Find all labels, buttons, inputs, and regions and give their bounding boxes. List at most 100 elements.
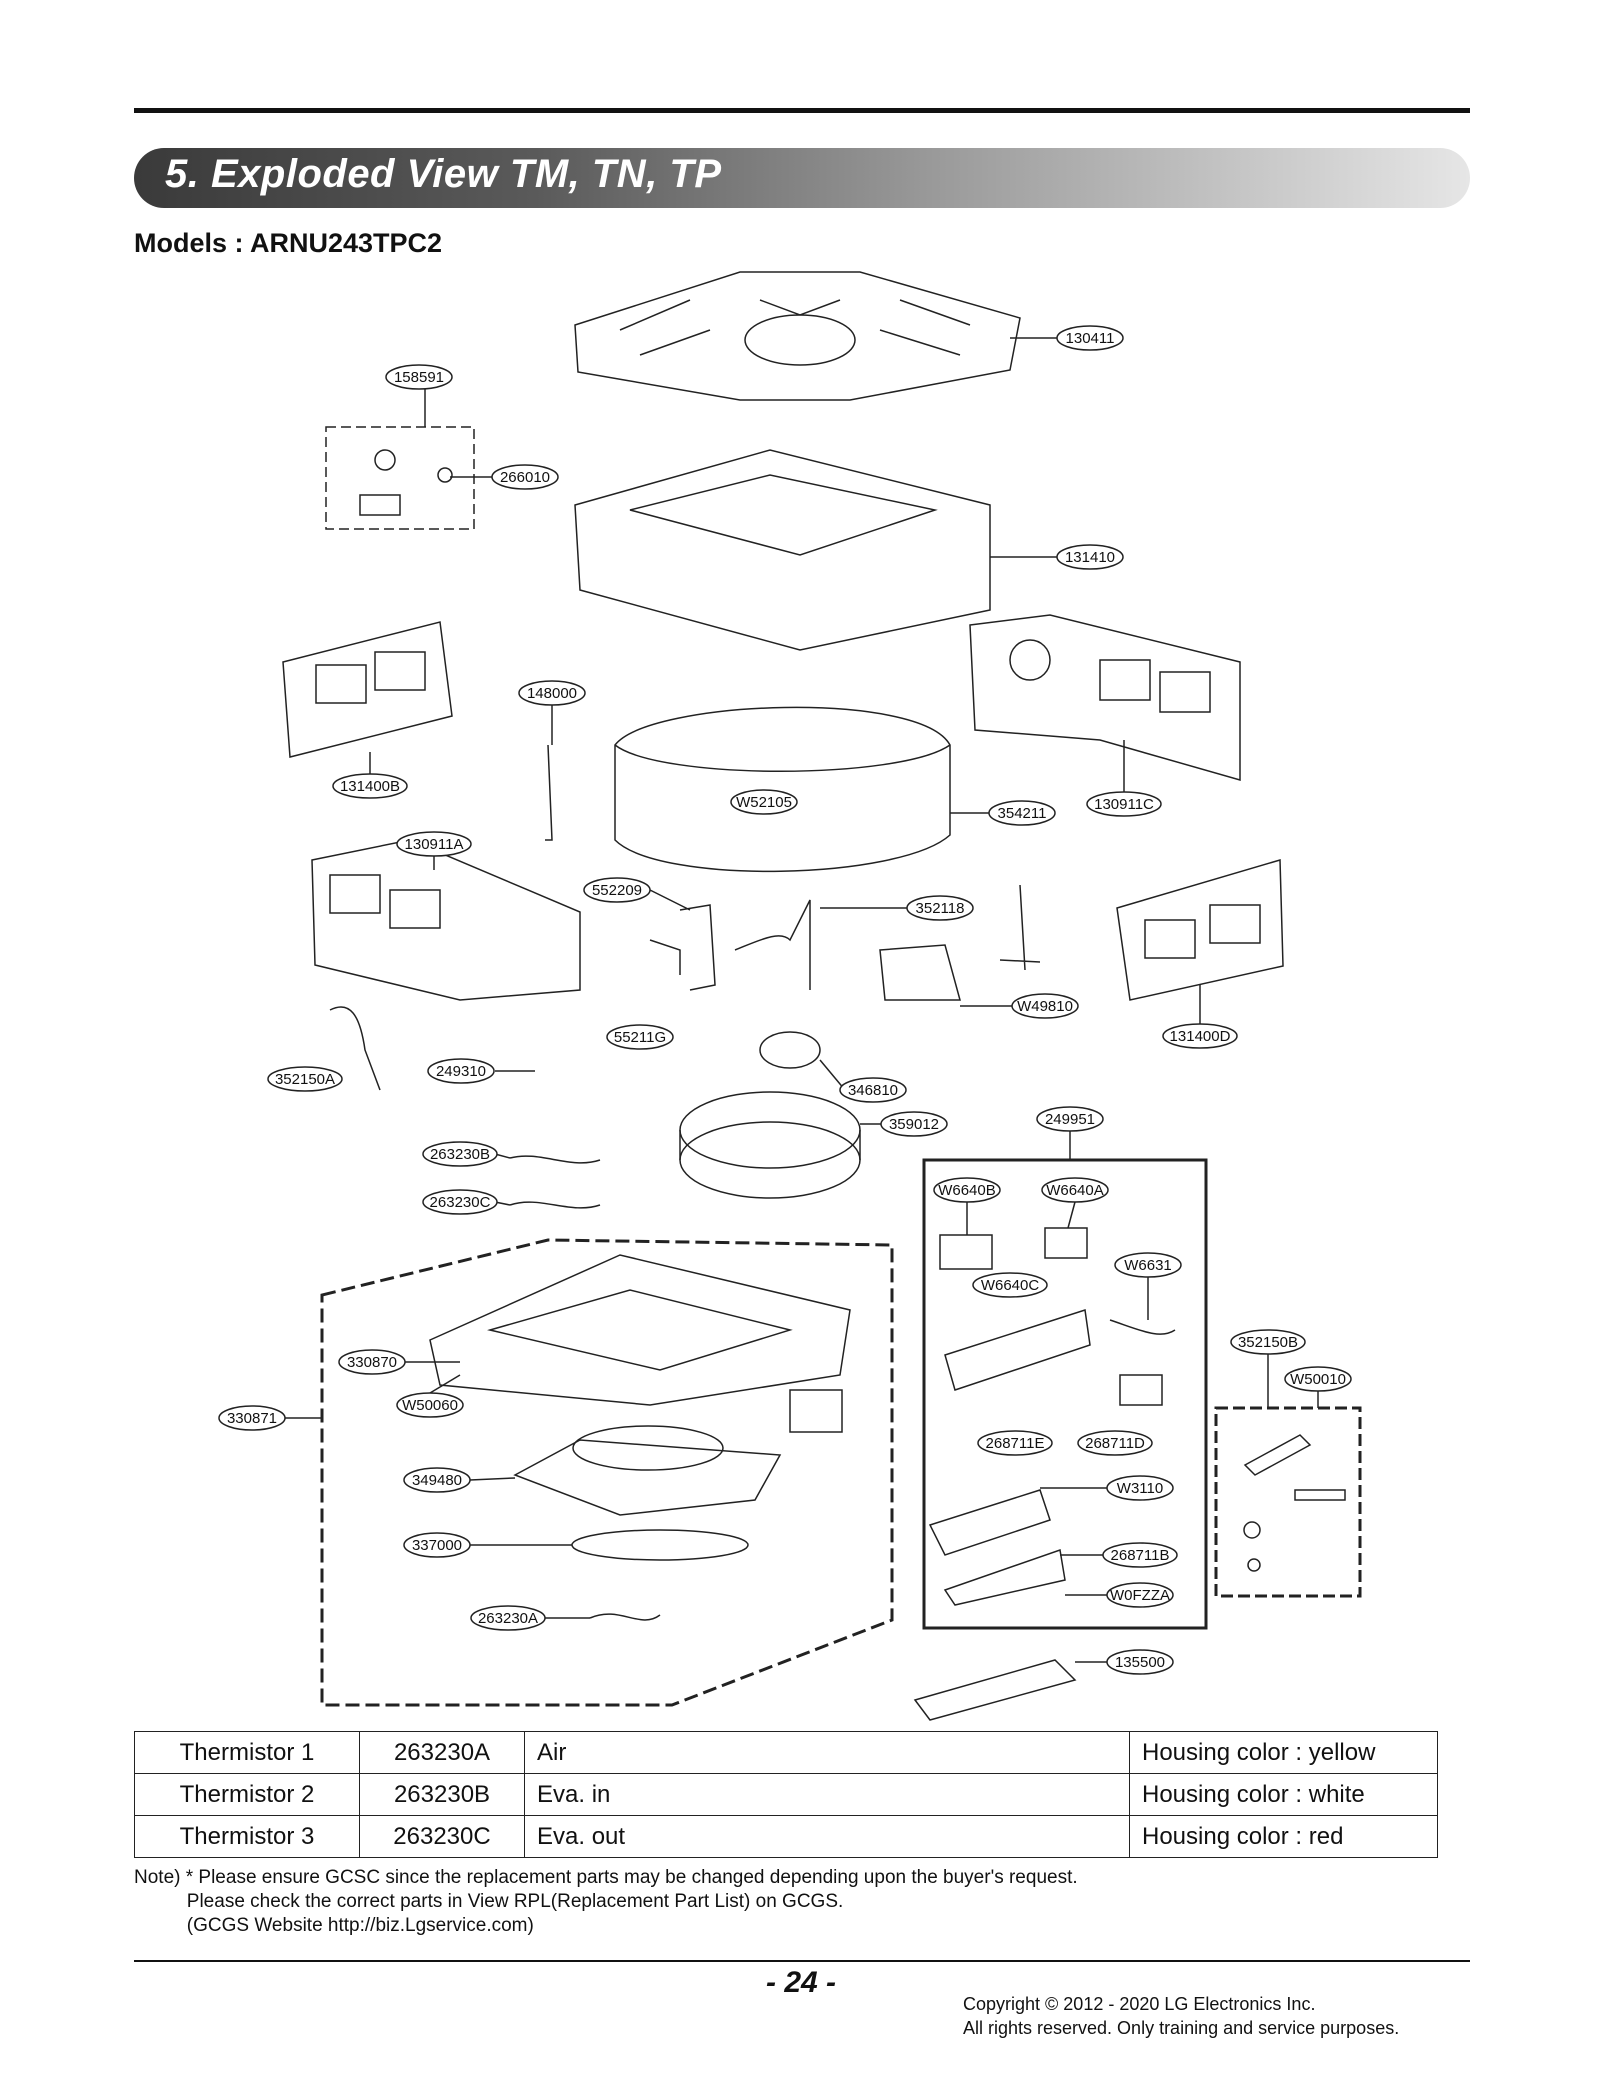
thermistor-table: Thermistor 1 263230A Air Housing color :…	[134, 1731, 1438, 1858]
svg-text:158591: 158591	[394, 369, 444, 386]
svg-text:552209: 552209	[592, 882, 642, 899]
callout-135500: 135500	[1075, 1649, 1174, 1675]
svg-text:349480: 349480	[412, 1472, 462, 1489]
side-panel-131400D	[1116, 859, 1284, 1001]
top-rule	[134, 108, 1470, 113]
svg-text:352150B: 352150B	[1238, 1334, 1298, 1351]
table-cell: Housing color : red	[1129, 1815, 1438, 1858]
svg-text:330870: 330870	[347, 1354, 397, 1371]
callout-W6640A: W6640A	[1041, 1177, 1109, 1229]
callout-148000: 148000	[518, 680, 586, 745]
note-line: Please check the correct parts in View R…	[134, 1891, 844, 1912]
callout-552209: 552209	[583, 877, 691, 911]
callout-130911C: 130911C	[1086, 740, 1162, 817]
svg-text:268711E: 268711E	[986, 1435, 1045, 1452]
callout-W6631: W6631	[1114, 1252, 1182, 1320]
table-cell: Housing color : yellow	[1129, 1731, 1438, 1774]
table-cell: Housing color : white	[1129, 1773, 1438, 1816]
svg-text:352150A: 352150A	[275, 1071, 335, 1088]
callout-263230A: 263230A	[470, 1605, 590, 1631]
callout-W0FZZA: W0FZZA	[1065, 1582, 1174, 1608]
callout-330870: 330870	[338, 1349, 460, 1375]
svg-text:130911C: 130911C	[1094, 796, 1154, 813]
svg-text:263230A: 263230A	[478, 1610, 538, 1627]
svg-text:W6631: W6631	[1124, 1257, 1172, 1274]
side-panel-131400B	[282, 621, 453, 758]
callout-352150A: 352150A	[267, 1066, 343, 1092]
cabinet-part	[574, 449, 991, 651]
side-panel-130911C	[969, 614, 1241, 781]
turbo-fan-part	[679, 1091, 861, 1169]
callout-W52105: W52105	[730, 789, 798, 815]
callout-W6640B: W6640B	[933, 1177, 1001, 1235]
callout-249310: 249310	[427, 1058, 535, 1084]
electrical-parts-box	[922, 1158, 1208, 1630]
svg-text:249310: 249310	[436, 1063, 486, 1080]
grille-panel-part	[574, 271, 1021, 401]
callout-249951: 249951	[1036, 1106, 1104, 1160]
bottom-rule	[134, 1960, 1470, 1962]
table-cell: Thermistor 1	[134, 1731, 360, 1774]
side-panel-130911A	[311, 839, 581, 1001]
callout-55211G: 55211G	[606, 1024, 674, 1050]
table-cell: Eva. in	[524, 1773, 1130, 1816]
svg-text:268711B: 268711B	[1111, 1547, 1170, 1564]
svg-text:263230C: 263230C	[430, 1194, 491, 1211]
svg-text:346810: 346810	[848, 1082, 898, 1099]
heat-exchanger-part	[614, 706, 951, 873]
table-cell: Air	[524, 1731, 1130, 1774]
table-cell: 263230A	[359, 1731, 525, 1774]
callout-263230B: 263230B	[422, 1141, 511, 1167]
note-block: Note) * Please ensure GCSC since the rep…	[134, 1866, 1078, 1938]
callout-130411: 130411	[1010, 325, 1124, 351]
callout-W50010: W50010	[1284, 1366, 1352, 1408]
callout-349480: 349480	[403, 1467, 516, 1493]
callout-W49810: W49810	[960, 993, 1079, 1019]
callout-W3110: W3110	[1040, 1475, 1174, 1501]
svg-text:W52105: W52105	[736, 794, 792, 811]
svg-text:131400B: 131400B	[340, 778, 400, 795]
page-number: - 24 -	[766, 1966, 837, 1999]
callout-352118: 352118	[820, 895, 974, 921]
svg-text:354211: 354211	[998, 805, 1047, 822]
title-bar	[134, 148, 1470, 208]
svg-text:W3110: W3110	[1117, 1480, 1163, 1497]
callout-130911A: 130911A	[396, 831, 472, 870]
svg-text:130911A: 130911A	[405, 836, 464, 853]
svg-text:55211G: 55211G	[614, 1029, 666, 1046]
callout-158591: 158591	[385, 364, 453, 427]
callout-330871: 330871	[218, 1405, 322, 1431]
svg-text:135500: 135500	[1115, 1654, 1165, 1671]
svg-text:330871: 330871	[227, 1410, 277, 1427]
copyright-line: Copyright © 2012 - 2020 LG Electronics I…	[963, 1994, 1316, 2014]
callout-268711E: 268711E	[977, 1430, 1053, 1456]
models-label: Models : ARNU243TPC2	[134, 228, 443, 258]
table-row: Thermistor 1 263230A Air Housing color :…	[134, 1731, 1438, 1774]
svg-text:266010: 266010	[500, 469, 550, 486]
callout-131400B: 131400B	[332, 752, 408, 799]
svg-text:268711D: 268711D	[1085, 1435, 1145, 1452]
table-cell: Thermistor 2	[134, 1773, 360, 1816]
svg-text:131400D: 131400D	[1170, 1028, 1231, 1045]
note-line: Note) * Please ensure GCSC since the rep…	[134, 1867, 1078, 1888]
lower-assembly-outline	[320, 1238, 894, 1707]
svg-text:W50010: W50010	[1290, 1371, 1346, 1388]
callout-W50060: W50060	[396, 1374, 464, 1418]
svg-text:352118: 352118	[916, 900, 965, 917]
callout-354211: 354211	[950, 800, 1056, 826]
svg-text:W6640B: W6640B	[938, 1182, 996, 1199]
svg-text:W6640C: W6640C	[981, 1277, 1040, 1294]
callout-352150B: 352150B	[1230, 1329, 1306, 1408]
svg-text:359012: 359012	[889, 1116, 939, 1133]
copyright: Copyright © 2012 - 2020 LG Electronics I…	[963, 1992, 1399, 2040]
copyright-line: All rights reserved. Only training and s…	[963, 2018, 1400, 2038]
table-row: Thermistor 2 263230B Eva. in Housing col…	[134, 1773, 1438, 1816]
svg-text:337000: 337000	[412, 1537, 462, 1554]
callout-346810: 346810	[819, 1059, 907, 1103]
table-cell: Thermistor 3	[134, 1815, 360, 1858]
control-bracket-box	[325, 426, 475, 530]
table-cell: 263230C	[359, 1815, 525, 1858]
svg-text:W50060: W50060	[402, 1397, 458, 1414]
callout-337000: 337000	[403, 1532, 572, 1558]
svg-text:249951: 249951	[1045, 1111, 1095, 1128]
